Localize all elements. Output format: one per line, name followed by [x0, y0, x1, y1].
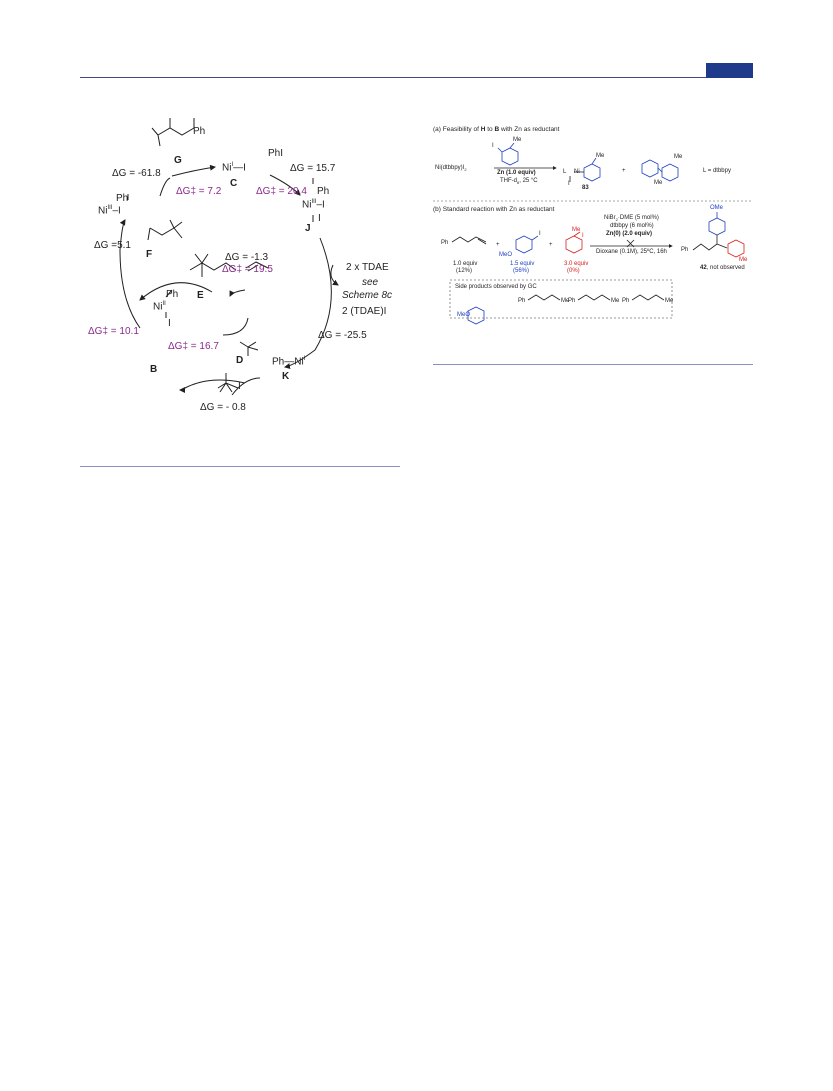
b-prod-me: Me: [739, 257, 747, 263]
b-eq3: 3.0 equiv: [564, 261, 588, 267]
b-pct1: (12%): [456, 268, 472, 274]
b-plus2: +: [549, 242, 553, 248]
b-eq1: 1.0 equiv: [453, 261, 477, 267]
b-ph: Ph: [441, 240, 448, 246]
b-plus1: +: [496, 242, 500, 248]
b-prod-label: 42, not observed: [700, 265, 745, 271]
b-side-ph2: Ph: [568, 298, 575, 304]
b-meo: MeO: [499, 252, 512, 258]
b-prod-ph: Ph: [681, 247, 688, 253]
b-cond3: Zn(0) (2.0 equiv): [606, 231, 652, 237]
b-side-title: Side products observed by GC: [455, 284, 537, 290]
b-side-ph1: Ph: [518, 298, 525, 304]
b-side-me3: Me: [665, 298, 673, 304]
b-me-cy: Me: [572, 227, 580, 233]
b-side-ph3: Ph: [622, 298, 629, 304]
b-i-ar: I: [539, 231, 541, 237]
b-i-cy: I: [582, 233, 584, 239]
b-pct3: (0%): [567, 268, 580, 274]
b-eq2: 1.5 equiv: [510, 261, 534, 267]
b-pct2: (56%): [513, 268, 529, 274]
b-side-meo: MeO: [457, 312, 470, 318]
b-cond2: dtbbpy (6 mol%): [610, 223, 654, 229]
b-prod-ome: OMe: [710, 205, 723, 211]
b-cond4: Dioxane (0.1M), 25ºC, 16h: [596, 249, 667, 255]
b-cond1: NiBr2·DME (5 mol%): [604, 215, 659, 222]
b-side-me2: Me: [611, 298, 619, 304]
